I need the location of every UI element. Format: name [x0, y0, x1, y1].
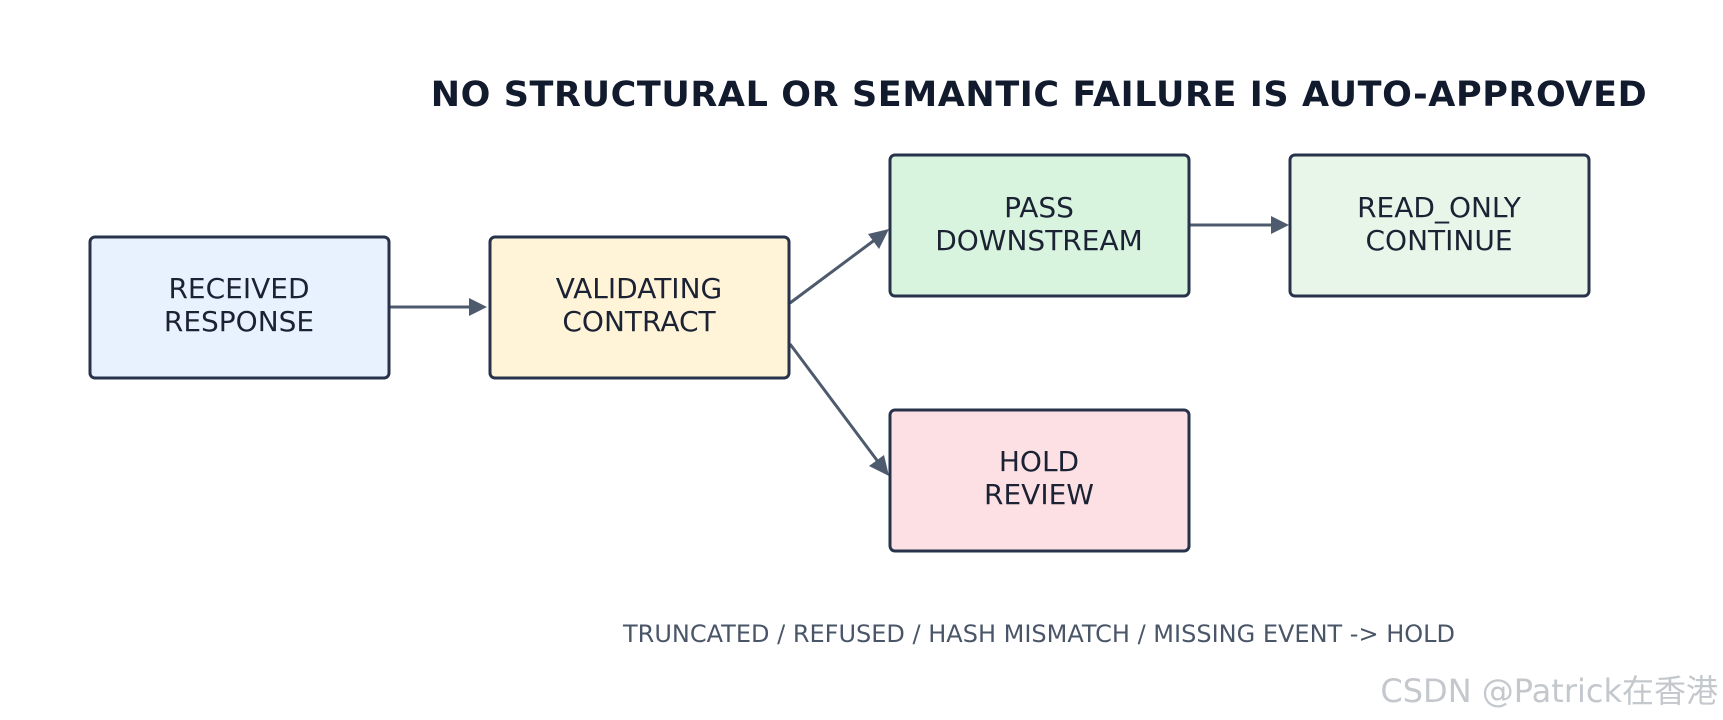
- node-label-line2: DOWNSTREAM: [935, 224, 1143, 257]
- arrowhead-pass-to-read-only: [1271, 216, 1289, 234]
- node-read-only-continue: READ_ONLY CONTINUE: [1288, 153, 1591, 298]
- node-label-line1: READ_ONLY: [1357, 191, 1522, 224]
- node-box: [488, 235, 791, 380]
- node-label-line2: CONTINUE: [1365, 224, 1512, 257]
- arrowhead-validating-to-pass: [868, 229, 889, 249]
- arrowhead-validating-to-hold: [869, 455, 889, 476]
- node-label-line1: HOLD: [999, 445, 1079, 478]
- node-box: [888, 153, 1191, 298]
- node-received-response: RECEIVED RESPONSE: [88, 235, 391, 380]
- node-label-line1: VALIDATING: [556, 272, 722, 305]
- node-hold-review: HOLD REVIEW: [888, 408, 1191, 553]
- node-box: [88, 235, 391, 380]
- edges: [389, 216, 1289, 476]
- node-label-line1: RECEIVED: [168, 272, 309, 305]
- edge-validating-to-hold: [788, 343, 884, 468]
- node-box: [888, 408, 1191, 553]
- node-box: [1288, 153, 1591, 298]
- node-pass-downstream: PASS DOWNSTREAM: [888, 153, 1191, 298]
- watermark: CSDN @Patrick在香港: [1380, 672, 1718, 710]
- node-label-line1: PASS: [1004, 191, 1074, 224]
- node-label-line2: RESPONSE: [164, 305, 314, 338]
- arrowhead-received-to-validating: [469, 298, 487, 316]
- node-label-line2: CONTRACT: [562, 305, 716, 338]
- footnote-hold-conditions: TRUNCATED / REFUSED / HASH MISMATCH / MI…: [622, 620, 1455, 648]
- node-validating-contract: VALIDATING CONTRACT: [488, 235, 791, 380]
- edge-validating-to-pass: [789, 234, 881, 305]
- node-label-line2: REVIEW: [984, 478, 1094, 511]
- diagram-title: NO STRUCTURAL OR SEMANTIC FAILURE IS AUT…: [431, 75, 1648, 115]
